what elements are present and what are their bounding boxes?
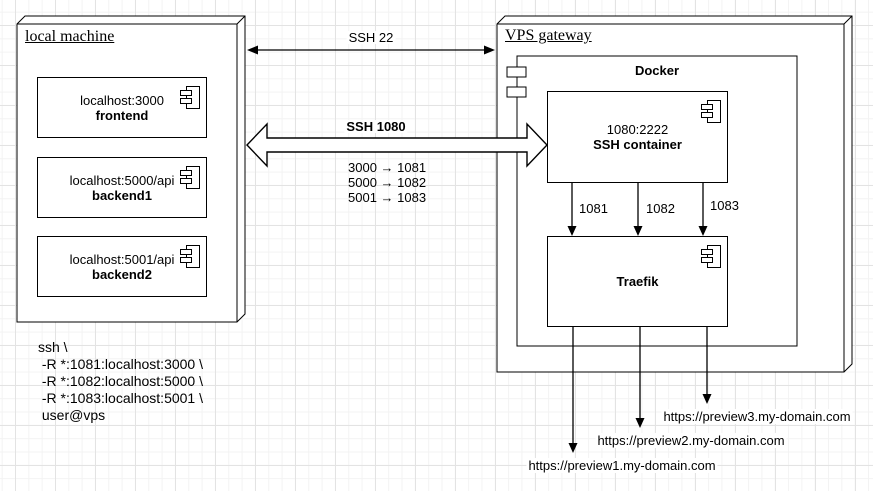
port-mapping-3: 5001 → 1083 <box>348 190 427 205</box>
frontend-component[interactable]: localhost:3000 frontend <box>37 77 207 138</box>
port-mappings: 3000 → 1081 5000 → 1082 5001 → 1083 <box>348 160 426 205</box>
vps-gateway-title: VPS gateway <box>505 27 592 44</box>
component-icon <box>180 245 200 268</box>
tunnel-arrow-1083[interactable] <box>698 182 708 236</box>
docker-component-tab-top <box>506 66 527 78</box>
traefik-name: Traefik <box>616 274 659 289</box>
component-icon <box>701 245 721 268</box>
tunnel-arrow-1081[interactable] <box>567 182 577 236</box>
tunnel-arrow-1082[interactable] <box>633 182 643 236</box>
backend2-name: backend2 <box>92 266 152 282</box>
ssh-container-name: SSH container <box>593 137 682 152</box>
local-machine-title: local machine <box>25 28 115 45</box>
port-mapping-2: 5000 → 1082 <box>348 175 427 190</box>
preview-arrow-3[interactable] <box>702 326 712 404</box>
ssh-container-endpoint: 1080:2222 <box>606 122 669 137</box>
docker-label: Docker <box>634 63 680 78</box>
backend1-endpoint: localhost:5000/api <box>69 172 175 188</box>
backend1-name: backend1 <box>92 187 152 203</box>
backend2-component[interactable]: localhost:5001/api backend2 <box>37 236 207 297</box>
ssh-22-label: SSH 22 <box>346 30 396 45</box>
preview-arrow-2[interactable] <box>635 326 645 428</box>
preview-url-3: https://preview3.my-domain.com <box>661 409 853 424</box>
frontend-name: frontend <box>95 107 149 123</box>
ssh-1080-label: SSH 1080 <box>344 119 408 134</box>
preview-url-2: https://preview2.my-domain.com <box>595 433 787 448</box>
tunnel-port-label-1083: 1083 <box>709 198 740 213</box>
ssh-command-text: ssh \ -R *:1081:localhost:3000 \ -R *:10… <box>38 339 203 423</box>
docker-component-tab-bottom <box>506 86 527 98</box>
preview-arrow-1[interactable] <box>568 326 578 453</box>
ssh-22-arrow[interactable] <box>247 45 495 55</box>
component-icon <box>180 86 200 109</box>
tunnel-port-label-1081: 1081 <box>578 201 609 216</box>
component-icon <box>180 166 200 189</box>
component-icon <box>701 100 721 123</box>
backend1-component[interactable]: localhost:5000/api backend1 <box>37 157 207 218</box>
backend2-endpoint: localhost:5001/api <box>69 251 175 267</box>
ssh-container-component[interactable]: 1080:2222 SSH container <box>547 91 728 183</box>
frontend-endpoint: localhost:3000 <box>80 92 164 108</box>
port-mapping-1: 3000 → 1081 <box>348 160 427 175</box>
tunnel-port-label-1082: 1082 <box>645 201 676 216</box>
traefik-component[interactable]: Traefik <box>547 236 728 327</box>
preview-url-1: https://preview1.my-domain.com <box>526 458 718 473</box>
